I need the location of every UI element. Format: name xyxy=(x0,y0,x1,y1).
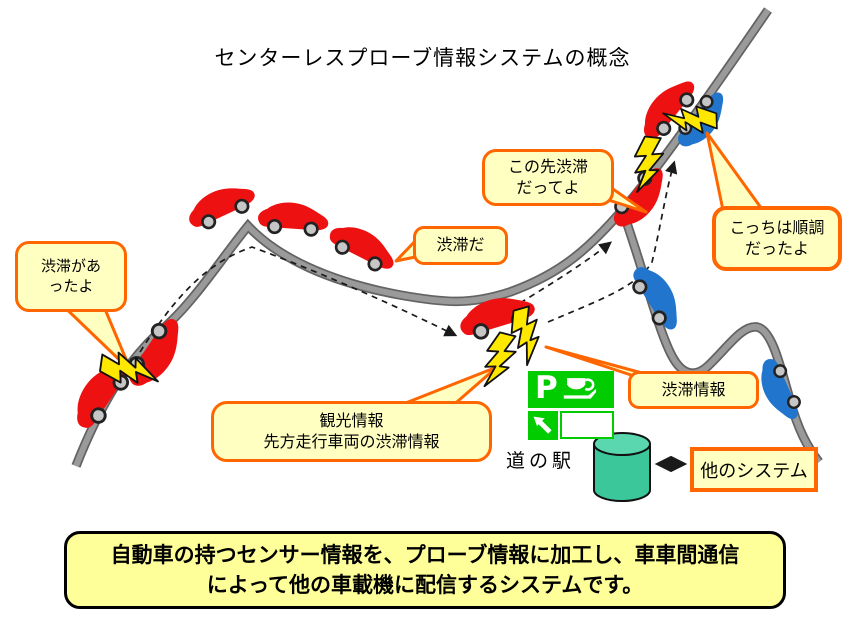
callout-text: 渋滞だ xyxy=(436,235,485,255)
parking-sign: P xyxy=(528,371,614,408)
turn-left-arrow-icon xyxy=(533,416,552,434)
probe-flow-arrow-uphill xyxy=(139,246,458,353)
summary-line: 自動車の持つセンサー情報を、プローブ情報に加工し、車車間通信 xyxy=(110,542,740,567)
callout-text: 先方走行車両の渋滞情報 xyxy=(263,431,440,451)
probe-flow-arrow-to-blue-car xyxy=(547,160,678,323)
callout-text: 渋滞情報 xyxy=(661,379,726,399)
summary-box: 自動車の持つセンサー情報を、プローブ情報に加工し、車車間通信 によって他の車載機… xyxy=(64,531,786,609)
callout-text: 観光情報 xyxy=(319,410,384,430)
callout-smooth-here: こっちは順調 だったよ xyxy=(712,206,842,271)
red-car-4 xyxy=(255,199,331,238)
callout-jam-info: 渋滞情報 xyxy=(628,371,759,409)
roadside-station-label: 道の駅 xyxy=(506,450,576,472)
blue-car-3 xyxy=(751,353,807,427)
callout-text: この先渋滞 xyxy=(507,156,588,176)
red-car-5 xyxy=(322,215,403,279)
callout-jam-here: 渋滞だ xyxy=(413,226,508,265)
blue-car-2 xyxy=(624,257,691,337)
callout-text: だったよ xyxy=(744,238,809,258)
callout-text: 渋滞があ xyxy=(40,257,101,275)
callout-tail-smooth-here xyxy=(705,131,766,217)
callout-jam-was: 渋滞があ ったよ xyxy=(15,241,127,312)
summary-line: によって他の車載機に配信するシステムです。 xyxy=(206,573,644,597)
probe-flow-arrow-northeast xyxy=(519,241,612,304)
coffee-cup-icon xyxy=(563,377,596,399)
page-title: センターレスプローブ情報システムの概念 xyxy=(214,46,631,70)
callout-text: ったよ xyxy=(48,276,94,295)
red-car-2 xyxy=(119,310,194,397)
other-system-label: 他のシステム xyxy=(700,460,808,482)
callout-text: こっちは順調 xyxy=(729,217,825,237)
other-system-box: 他のシステム xyxy=(690,447,818,492)
direction-sign xyxy=(528,411,558,440)
callout-tourist-info: 観光情報 先方走行車両の渋滞情報 xyxy=(211,401,492,462)
parking-p-label: P xyxy=(535,370,558,406)
sign-blank-panel xyxy=(560,411,614,439)
callout-jam-ahead: この先渋滞 だってよ xyxy=(482,149,614,206)
callout-text: だってよ xyxy=(516,177,580,197)
v2v-lightning-icon-2 xyxy=(477,329,521,393)
